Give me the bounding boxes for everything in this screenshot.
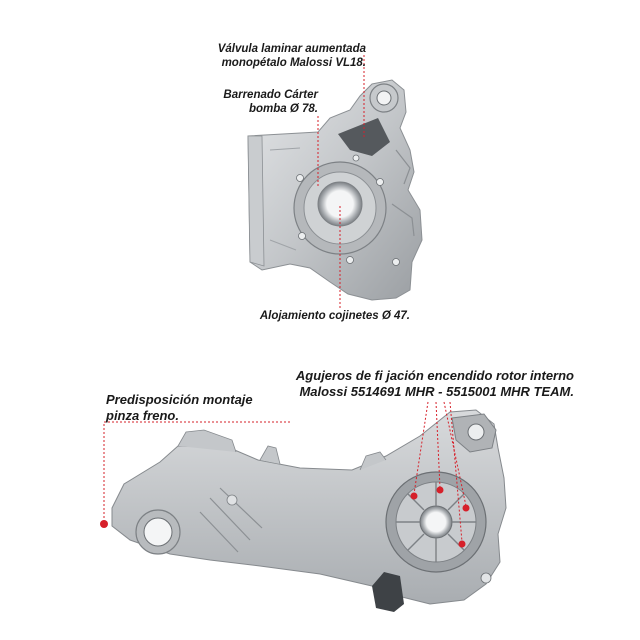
callout-bearing: Alojamiento cojinetes Ø 47. [228, 309, 410, 323]
callout-brake-line2: pinza freno. [106, 408, 179, 423]
bottom-crankcase-image [100, 409, 507, 612]
callout-bearing-line1: Alojamiento cojinetes Ø 47. [259, 310, 410, 322]
callout-ignition-line1: Agujeros de fi jación encendido rotor in… [295, 368, 574, 383]
leader-lines [103, 55, 467, 543]
callout-pump-line2: bomba Ø 78. [248, 103, 318, 115]
callout-pump: Barrenado Cárter bomba Ø 78. [190, 88, 318, 116]
callout-pump-line1: Barrenado Cárter [223, 89, 318, 101]
callout-valve-line1: Válvula laminar aumentada [217, 43, 366, 55]
callout-ignition-line2: Malossi 5514691 MHR - 5515001 MHR TEAM. [299, 384, 574, 399]
callout-brake-line1: Predisposición montaje [106, 392, 253, 407]
callout-ignition: Agujeros de fi jación encendido rotor in… [286, 368, 574, 400]
callout-brake: Predisposición montaje pinza freno. [106, 392, 253, 424]
callout-valve: Válvula laminar aumentada monopétalo Mal… [200, 42, 366, 70]
callout-valve-line2: monopétalo Malossi VL18. [221, 57, 366, 69]
